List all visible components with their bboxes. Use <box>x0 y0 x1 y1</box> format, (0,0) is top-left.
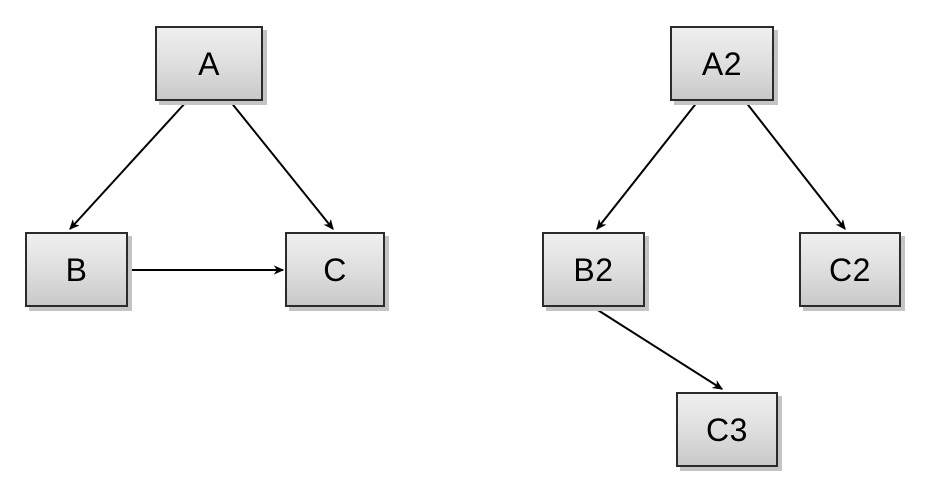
node-c3[interactable]: C3 <box>676 392 778 467</box>
node-label-b2: B2 <box>573 251 614 288</box>
node-c[interactable]: C <box>285 232 385 307</box>
node-label-b: B <box>65 251 88 288</box>
node-b[interactable]: B <box>25 232 128 307</box>
edge-a-c <box>229 100 334 229</box>
node-b2[interactable]: B2 <box>542 232 645 307</box>
edge-a2-b2 <box>596 100 699 229</box>
edge-b2-c3 <box>592 306 722 390</box>
node-a[interactable]: A <box>155 26 263 101</box>
node-a2[interactable]: A2 <box>670 26 774 101</box>
edge-a-b <box>70 100 188 229</box>
node-label-a2: A2 <box>701 45 743 82</box>
edges <box>70 100 846 390</box>
node-label-c2: C2 <box>829 251 871 288</box>
edge-a2-c2 <box>744 100 846 229</box>
node-c2[interactable]: C2 <box>799 232 901 307</box>
node-label-c3: C3 <box>706 411 748 448</box>
node-label-a: A <box>198 45 220 82</box>
node-label-c: C <box>323 251 347 288</box>
